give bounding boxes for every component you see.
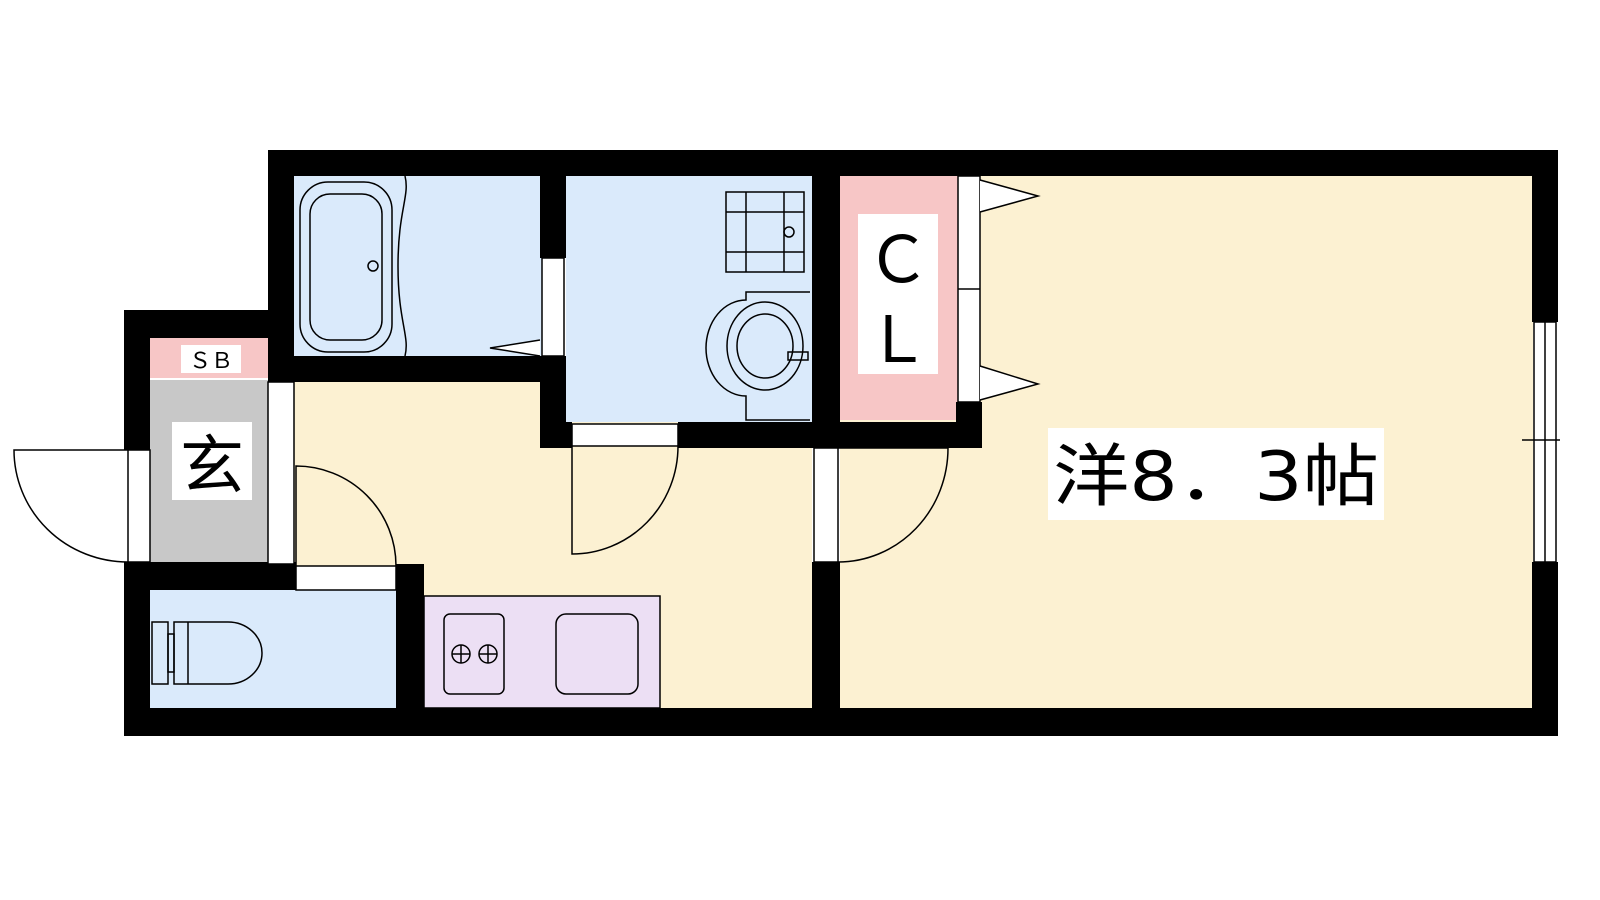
wall-bath-wash [540,150,566,258]
gas-stove-icon [443,613,505,695]
washroom-door [571,423,679,555]
wall-wash-closet [812,150,840,448]
bathroom-floor [294,176,542,356]
wall-bottom [124,708,1558,736]
entrance-frame [267,381,295,565]
wall-room-lower [812,562,840,736]
wall-bath-left [268,150,294,382]
toilet-icon [151,621,263,685]
room-door [813,447,949,563]
entrance-label: 玄 [180,430,244,504]
wall-entrance-left-upper [124,310,150,450]
toilet-door [295,465,397,591]
closet-doors [957,175,1041,403]
bath-sliding-door [489,257,565,357]
labels: ＳＢ 玄 Ｃ Ｌ 洋8．3帖 [172,214,1384,520]
walls [124,150,1558,736]
doors [13,175,1560,591]
room-label: 洋8．3帖 [1053,438,1379,517]
sink-icon [555,613,639,695]
kitchen-counter [423,595,661,709]
closet-label-line2: Ｌ [866,304,930,378]
wall-closet-right [956,402,982,448]
washing-machine-icon [725,191,805,273]
shoebox-label: ＳＢ [189,349,233,374]
wall-right-upper [1532,150,1558,322]
wall-entrance-left-lower [124,562,150,736]
wall-entrance-top [124,310,294,338]
wall-right-lower [1532,562,1558,736]
toilet-room-floor [150,590,396,710]
fixtures [151,175,810,695]
washbasin-icon [705,291,810,421]
wall-toilet-top [124,562,296,590]
bathtub-icon [299,175,407,357]
window-icon [1522,321,1560,563]
wall-wash-bottom-a [540,422,572,448]
front-door [13,449,151,563]
wall-bath-bottom [268,356,566,382]
washroom-floor [566,176,812,422]
wall-top [268,150,1558,176]
wall-toilet-right [396,564,424,736]
closet-label-line1: Ｃ [866,224,930,298]
